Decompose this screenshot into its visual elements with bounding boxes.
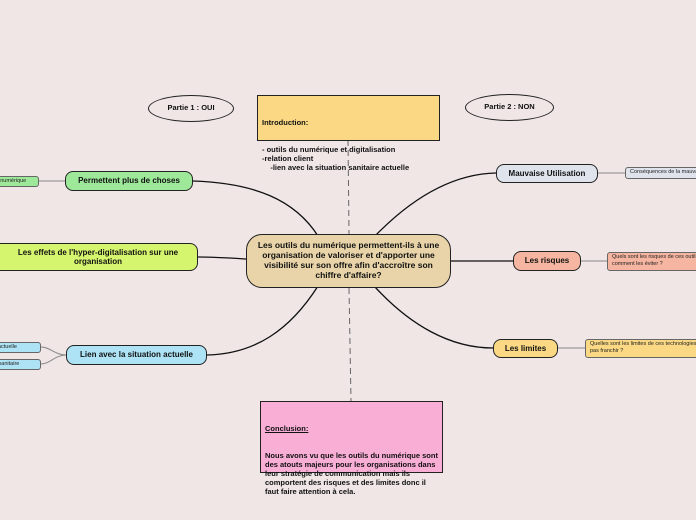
link-right-1 bbox=[374, 172, 497, 237]
branch-mauvaise-utilisation[interactable]: Mauvaise Utilisation bbox=[496, 164, 598, 183]
leaf-link-left-3a bbox=[40, 346, 67, 356]
part1-oval[interactable]: Partie 1 : OUI bbox=[148, 95, 234, 122]
introduction-title: Introduction: bbox=[262, 118, 309, 127]
introduction-body: - outils du numérique et digitalisation … bbox=[262, 145, 410, 172]
link-left-1 bbox=[192, 180, 319, 237]
leaf-outils-numerique[interactable]: Outils du numérique bbox=[0, 176, 39, 187]
leaf-consequences[interactable]: Conséquences de la mauvaise utilisation bbox=[625, 167, 696, 179]
leaf-risques-question[interactable]: Quels sont les risques de ces outils ? c… bbox=[607, 252, 696, 271]
part2-oval[interactable]: Partie 2 : NON bbox=[465, 94, 554, 121]
leaf-contexte-sanitaire[interactable]: Contexte sanitaire bbox=[0, 359, 41, 370]
branch-lien-situation[interactable]: Lien avec la situation actuelle bbox=[66, 345, 207, 365]
branch-les-limites[interactable]: Les limites bbox=[493, 339, 558, 358]
central-topic[interactable]: Les outils du numérique permettent-ils à… bbox=[246, 234, 451, 288]
link-right-3 bbox=[374, 286, 494, 349]
link-left-3 bbox=[206, 285, 319, 356]
leaf-link-left-3b bbox=[40, 354, 67, 365]
conclusion-title: Conclusion: bbox=[265, 424, 309, 433]
conclusion-body: Nous avons vu que les outils du numériqu… bbox=[265, 451, 441, 496]
link-left-2 bbox=[197, 256, 247, 260]
link-introduction bbox=[347, 139, 350, 235]
branch-les-risques[interactable]: Les risques bbox=[513, 251, 581, 271]
introduction-note[interactable]: Introduction: - outils du numérique et d… bbox=[257, 95, 440, 172]
leaf-situation-actuelle[interactable]: Situation actuelle bbox=[0, 342, 41, 353]
leaf-limites-question[interactable]: Quelles sont les limites de ces technolo… bbox=[585, 339, 696, 358]
branch-hyper-digitalisation[interactable]: Les effets de l'hyper-digitalisation sur… bbox=[0, 243, 198, 271]
link-conclusion bbox=[348, 287, 352, 402]
conclusion-note[interactable]: Conclusion: Nous avons vu que les outils… bbox=[260, 401, 443, 496]
branch-permettent-plus[interactable]: Permettent plus de choses bbox=[65, 171, 193, 191]
